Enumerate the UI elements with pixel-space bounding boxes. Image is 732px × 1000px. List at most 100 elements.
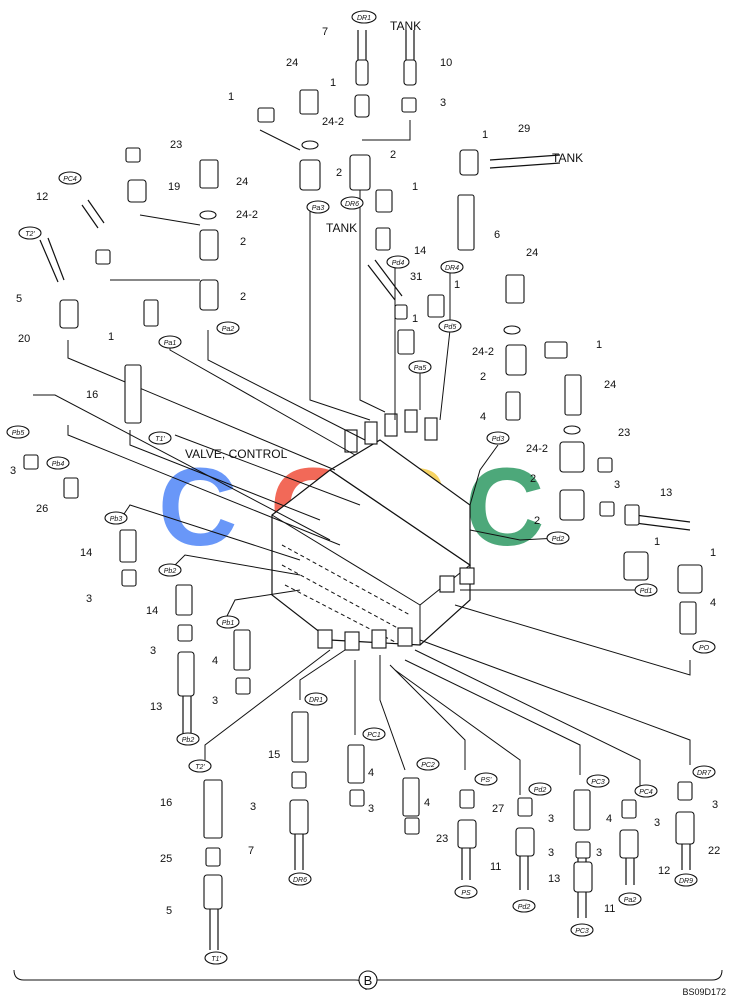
port-tag: PS'	[474, 772, 498, 786]
part-label: 24	[236, 176, 248, 188]
part-label: 13	[660, 487, 672, 499]
port-tag: PC1	[362, 727, 386, 741]
part-label: 23	[170, 139, 182, 151]
part-label: 3	[654, 817, 660, 829]
svg-text:Pd5: Pd5	[444, 324, 457, 331]
svg-text:Pd2: Pd2	[518, 904, 531, 911]
port-tag: DR4	[440, 260, 464, 274]
part-label: 6	[494, 229, 500, 241]
part-label: 24-2	[472, 346, 494, 358]
svg-text:Pb2: Pb2	[182, 737, 195, 744]
port-tag: PC4	[58, 171, 82, 185]
part-label: 24-2	[526, 443, 548, 455]
svg-text:Pb3: Pb3	[110, 516, 123, 523]
part-label: 31	[410, 271, 422, 283]
svg-text:PC3: PC3	[575, 928, 589, 935]
part-label: 27	[492, 803, 504, 815]
svg-text:PC1: PC1	[367, 732, 381, 739]
port-tag: T1'	[204, 951, 228, 965]
part-label: 3	[212, 695, 218, 707]
part-label: 14	[414, 245, 426, 257]
part-number-labels: 7 10 24 1 3 1 24-2 29 23 2 2 24 1 19 24-…	[10, 26, 720, 917]
svg-text:Pa5: Pa5	[414, 365, 427, 372]
port-tag: Pa5	[408, 360, 432, 374]
part-label: 3	[10, 465, 16, 477]
part-label: 2	[390, 149, 396, 161]
figure-code: BS09D172	[682, 987, 726, 997]
part-label: 1	[228, 91, 234, 103]
part-label: 2	[480, 371, 486, 383]
part-label: 3	[86, 593, 92, 605]
part-label: 7	[248, 845, 254, 857]
part-label: 1	[412, 181, 418, 193]
svg-text:Pa3: Pa3	[312, 205, 325, 212]
part-label: 3	[596, 847, 602, 859]
part-label: 4	[212, 655, 218, 667]
part-label: 24	[286, 57, 298, 69]
svg-text:T1': T1'	[155, 436, 165, 443]
svg-text:PC2: PC2	[421, 762, 435, 769]
svg-text:PC3: PC3	[591, 779, 605, 786]
part-label: 1	[412, 313, 418, 325]
part-label: 22	[708, 845, 720, 857]
port-tag: DR1	[304, 692, 328, 706]
part-label: 2	[240, 236, 246, 248]
port-tag: T1'	[148, 431, 172, 445]
section-marker: B	[364, 973, 373, 988]
part-label: 2	[336, 167, 342, 179]
svg-text:PO: PO	[699, 645, 710, 652]
part-label: 5	[166, 905, 172, 917]
svg-text:Pd3: Pd3	[492, 436, 505, 443]
valve-label: VALVE, CONTROL	[185, 447, 288, 461]
part-label: 1	[482, 129, 488, 141]
port-tag: Pd5	[438, 319, 462, 333]
port-tag: PC3	[586, 774, 610, 788]
port-tag: PC2	[416, 757, 440, 771]
part-label: 3	[368, 803, 374, 815]
part-label: 29	[518, 123, 530, 135]
part-label: 23	[618, 427, 630, 439]
part-label: 1	[654, 536, 660, 548]
part-label: 14	[146, 605, 158, 617]
part-label: 23	[436, 833, 448, 845]
port-tag: Pb2	[158, 563, 182, 577]
svg-text:Pb2: Pb2	[164, 568, 177, 575]
svg-text:T2': T2'	[25, 231, 35, 238]
svg-text:DR9: DR9	[679, 878, 693, 885]
svg-text:Pa2: Pa2	[222, 326, 235, 333]
part-label: 3	[440, 97, 446, 109]
part-label: 13	[548, 873, 560, 885]
part-label: 16	[86, 389, 98, 401]
svg-text:PC4: PC4	[639, 789, 653, 796]
svg-text:DR6: DR6	[293, 877, 307, 884]
port-tag: Pb3	[104, 511, 128, 525]
port-tag: DR7	[692, 765, 716, 779]
watermark-letter-4: C	[465, 446, 544, 569]
part-label: 24-2	[236, 209, 258, 221]
part-label: 14	[80, 547, 92, 559]
part-label: 25	[160, 853, 172, 865]
svg-text:Pd4: Pd4	[392, 260, 405, 267]
svg-text:DR7: DR7	[697, 770, 712, 777]
port-tag: Pb5	[6, 425, 30, 439]
part-label: 3	[614, 479, 620, 491]
port-tag: T2'	[188, 759, 212, 773]
part-label: 4	[368, 767, 374, 779]
svg-text:Pb5: Pb5	[12, 430, 25, 437]
port-tag: Pd2	[512, 899, 536, 913]
part-label: 3	[548, 847, 554, 859]
port-tag: Pd3	[486, 431, 510, 445]
svg-text:T1': T1'	[211, 956, 221, 963]
tank-label: TANK	[552, 151, 583, 165]
svg-text:DR1: DR1	[357, 15, 371, 22]
part-label: 20	[18, 333, 30, 345]
part-label: 19	[168, 181, 180, 193]
port-tag: DR6	[340, 196, 364, 210]
svg-text:Pa2: Pa2	[624, 897, 637, 904]
part-label: 4	[424, 797, 430, 809]
part-label: 10	[440, 57, 452, 69]
control-valve-body	[271, 409, 475, 651]
port-tag: DR1	[351, 10, 377, 24]
part-label: 1	[454, 279, 460, 291]
